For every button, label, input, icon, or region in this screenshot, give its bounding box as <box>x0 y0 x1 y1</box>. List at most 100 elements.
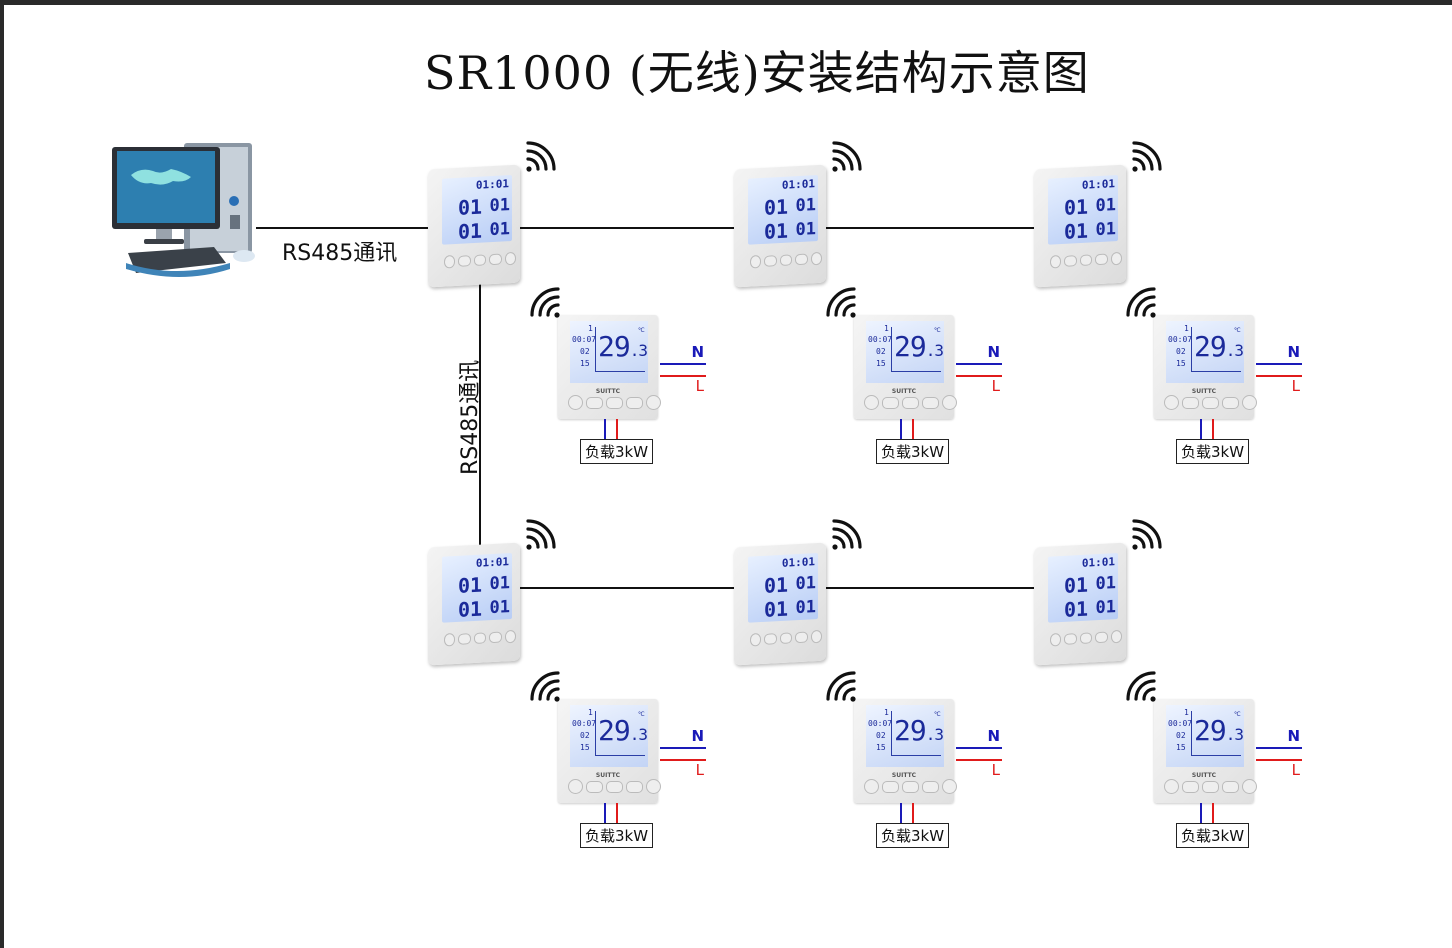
wifi-signal-icon <box>526 519 556 550</box>
live-lead <box>912 419 914 439</box>
button-icon <box>1110 629 1122 643</box>
button-icon <box>902 780 919 793</box>
gateway-buttons <box>444 629 516 647</box>
brand-label: SUITTC <box>595 772 621 779</box>
set-temp-value: 15 <box>876 359 886 368</box>
gateway-body: 01:01 01 01 01 01 <box>428 542 520 666</box>
gateway-2-1: 01:01 01 01 01 01 <box>428 542 520 666</box>
temperature-readout: 29.3 <box>894 714 944 747</box>
button-icon <box>922 396 939 409</box>
gateway-value: 01 <box>795 573 816 595</box>
temperature-decimal: .3 <box>1225 725 1244 744</box>
button-icon <box>1242 395 1257 410</box>
wifi-signal-icon <box>826 671 856 702</box>
lcd-divider <box>891 755 941 756</box>
set-temp-value: 15 <box>580 359 590 368</box>
gateway-address: 01:01 <box>781 555 815 570</box>
button-icon <box>489 253 502 265</box>
gateway-1-2: 01:01 01 01 01 01 <box>734 164 826 288</box>
power-button-icon <box>1050 632 1062 647</box>
temperature-decimal: .3 <box>629 725 648 744</box>
brand-label: SUITTC <box>891 388 917 395</box>
gateway-value: 01 <box>1095 597 1116 619</box>
button-icon <box>795 253 808 265</box>
lcd-divider <box>891 327 892 371</box>
gateway-lcd: 01:01 01 01 01 01 <box>1048 553 1118 623</box>
button-icon <box>1222 396 1239 409</box>
live-wire <box>956 759 1002 761</box>
temperature-decimal: .3 <box>629 341 648 360</box>
button-icon <box>1242 779 1257 794</box>
power-button-icon <box>750 254 762 269</box>
gateway-value: 01 <box>795 597 816 619</box>
thermostat-2-3: 1 00:07 02 15 29.3 ℃ SUITTC <box>1154 699 1257 803</box>
gateway-buttons <box>750 251 822 269</box>
lcd-divider <box>1191 371 1241 372</box>
wifi-signal-icon <box>530 671 560 702</box>
week-value: 1 <box>588 708 593 717</box>
mains-wiring: N L <box>1256 343 1302 395</box>
temperature-readout: 29.3 <box>1194 714 1244 747</box>
temperature-readout: 29.3 <box>598 330 648 363</box>
live-label: L <box>991 761 1000 779</box>
live-label: L <box>695 377 704 395</box>
load-leads <box>1200 419 1216 439</box>
week-value: 1 <box>588 324 593 333</box>
time-value: 00:07 <box>1168 335 1193 344</box>
thermostat-buttons <box>1164 395 1257 410</box>
set-temp-value: 15 <box>1176 743 1186 752</box>
brand-label: SUITTC <box>1191 772 1217 779</box>
gateway-value: 01 <box>458 572 483 598</box>
thermostat-2-1: 1 00:07 02 15 29.3 ℃ SUITTC <box>558 699 661 803</box>
unit-label: ℃ <box>638 711 645 718</box>
mode-value: 02 <box>876 347 886 356</box>
button-icon <box>942 395 957 410</box>
wifi-signal-icon <box>530 287 560 318</box>
time-value: 00:07 <box>572 719 597 728</box>
neutral-lead <box>604 419 606 439</box>
temperature-integer: 29 <box>1194 330 1227 363</box>
mains-wiring: N L <box>956 343 1002 395</box>
live-label: L <box>1291 761 1300 779</box>
gateway-value: 01 <box>764 596 789 622</box>
mode-value: 02 <box>580 731 590 740</box>
neutral-wire <box>956 363 1002 365</box>
wifi-signal-icon <box>1132 519 1162 550</box>
gateway-lcd: 01:01 01 01 01 01 <box>442 175 512 245</box>
gateway-value: 01 <box>1064 218 1089 244</box>
neutral-lead <box>604 803 606 823</box>
lcd-divider <box>595 755 645 756</box>
button-icon <box>473 631 487 644</box>
lcd-divider <box>595 371 645 372</box>
button-icon <box>1079 253 1093 266</box>
gateway-2-3: 01:01 01 01 01 01 <box>1034 542 1126 666</box>
time-value: 00:07 <box>572 335 597 344</box>
neutral-wire <box>660 363 706 365</box>
power-button-icon <box>444 254 456 269</box>
unit-label: ℃ <box>934 327 941 334</box>
thermostat-buttons <box>568 779 661 794</box>
button-icon <box>586 396 603 409</box>
rs485-label-vertical: RS485通讯 <box>458 359 483 475</box>
live-label: L <box>1291 377 1300 395</box>
button-icon <box>1064 632 1077 645</box>
diagram-canvas: SR1000 (无线)安装结构示意图 RS485通讯 RS485通讯 01:01… <box>4 5 1452 948</box>
thermostat-lcd: 1 00:07 02 15 29.3 ℃ <box>1166 321 1244 383</box>
button-icon <box>882 396 899 409</box>
neutral-wire <box>956 747 1002 749</box>
gateway-body: 01:01 01 01 01 01 <box>428 164 520 288</box>
live-wire <box>660 375 706 377</box>
live-lead <box>1212 419 1214 439</box>
button-icon <box>646 779 661 794</box>
unit-label: ℃ <box>1234 711 1241 718</box>
neutral-label: N <box>987 343 1000 361</box>
temperature-decimal: .3 <box>925 725 944 744</box>
thermostat-lcd: 1 00:07 02 15 29.3 ℃ <box>866 321 944 383</box>
neutral-wire <box>1256 747 1302 749</box>
mains-wiring: N L <box>660 343 706 395</box>
temperature-decimal: .3 <box>925 341 944 360</box>
button-icon <box>473 253 487 266</box>
load-leads <box>604 803 620 823</box>
week-value: 1 <box>1184 708 1189 717</box>
button-icon <box>1182 780 1199 793</box>
